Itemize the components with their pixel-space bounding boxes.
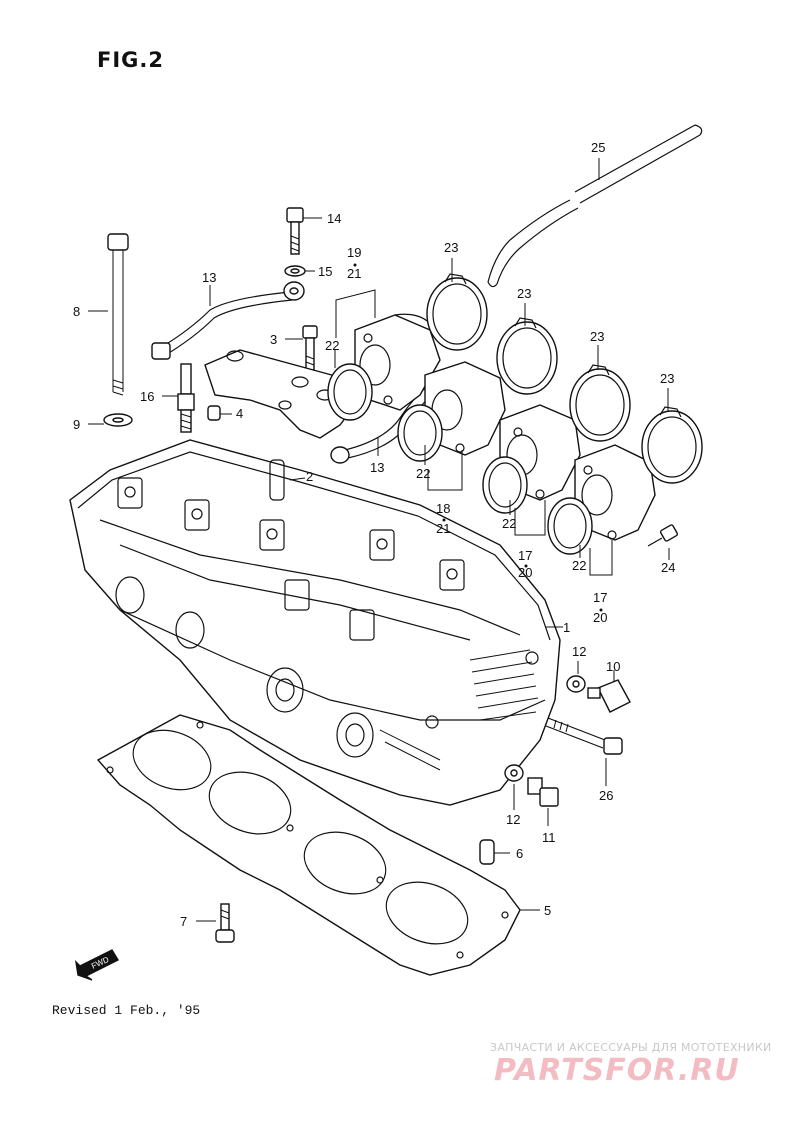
breather-hose [487,124,703,288]
callout-18: 18 [436,501,450,516]
dot-19-21 [353,263,357,267]
callout-17b: 17 [593,590,607,605]
dot-18-21 [442,518,446,522]
callout-8: 8 [73,304,80,319]
camshaft-cap [204,349,356,439]
fwd-marker: FWD [74,949,119,981]
intake-gasket-3 [482,456,528,514]
callout-7: 7 [180,914,187,929]
union-fitting [587,670,631,713]
clamp-2 [496,317,558,395]
callout-labels: 1 2 3 4 5 6 7 8 9 10 11 12 12 13 13 14 1… [73,140,675,929]
gallery-plug [527,777,559,826]
callout-17a: 17 [518,548,532,563]
bolt-and-washer [284,207,322,277]
callout-15: 15 [318,264,332,279]
callout-24: 24 [661,560,675,575]
long-stud-bolt [88,233,133,427]
small-screw [647,524,679,560]
callout-1: 1 [563,620,570,635]
watermark-logo: PARTSFOR.RU [494,1053,740,1088]
clamp-1 [426,273,488,351]
intake-gasket-4 [547,497,593,555]
callout-23b: 23 [517,286,531,301]
gasket-bolt [196,903,235,943]
washer-upper [566,661,586,693]
intake-pipe-4 [574,444,656,541]
callout-22a: 22 [325,338,339,353]
callout-12-upper: 12 [572,644,586,659]
callout-16: 16 [140,389,154,404]
callout-13-upper: 13 [202,270,216,285]
intake-leaders [334,258,669,576]
watermark-caption: ЗАПЧАСТИ И АКСЕССУАРЫ ДЛЯ МОТОТЕХНИКИ [490,1041,772,1054]
dowel-pin [207,405,232,421]
callout-23d: 23 [660,371,674,386]
clamp-3 [569,364,631,442]
callout-23c: 23 [590,329,604,344]
callout-22b: 22 [416,466,430,481]
washer-lower [504,764,524,810]
oil-pipe-upper [151,281,305,360]
callout-11: 11 [542,830,556,845]
intake-gasket-1 [327,363,373,421]
revision-note: Revised 1 Feb., '95 [52,1003,201,1018]
callout-26: 26 [599,788,613,803]
cylinder-head [69,439,563,806]
figure-title: FIG.2 [97,48,164,72]
callout-13-lower: 13 [370,460,384,475]
callout-23a: 23 [444,240,458,255]
callout-21b: 21 [436,521,450,536]
callout-20a: 20 [518,565,532,580]
intake-gasket-2 [397,404,443,462]
callout-22d: 22 [572,558,586,573]
callout-12-lower: 12 [506,812,520,827]
callout-6: 6 [516,846,523,861]
callout-21a: 21 [347,266,361,281]
dot-17-20a [524,564,528,568]
dowel-sleeve [479,839,510,865]
callout-5: 5 [544,903,551,918]
callout-2: 2 [306,469,313,484]
clamp-4 [641,406,703,484]
callout-3: 3 [270,332,277,347]
callout-19: 19 [347,245,361,260]
head-gasket [96,714,540,976]
callout-4: 4 [236,406,243,421]
callout-22c: 22 [502,516,516,531]
flange-bolt [545,717,623,786]
callout-14: 14 [327,211,341,226]
spark-plug [162,363,195,433]
callout-25: 25 [591,140,605,155]
callout-20b: 20 [593,610,607,625]
dot-17-20b [599,608,603,612]
callout-9: 9 [73,417,80,432]
callout-10: 10 [606,659,620,674]
